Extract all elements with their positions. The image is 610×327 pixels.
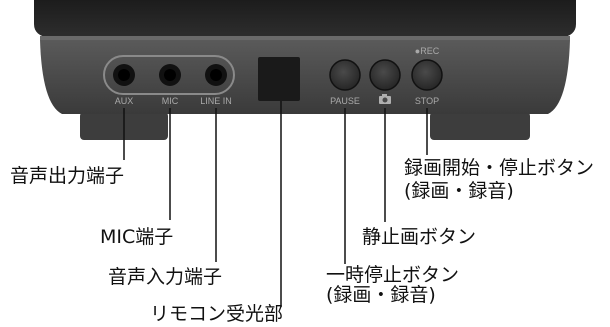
aux-jack	[113, 64, 135, 86]
callout-pause-line2: (録画・録音)	[326, 284, 436, 306]
device-front	[40, 40, 570, 114]
stop-label: STOP	[415, 96, 439, 106]
rec-label: ●REC	[415, 46, 440, 56]
pause-label: PAUSE	[330, 96, 360, 106]
device-top	[34, 0, 576, 38]
rec-stop-button[interactable]	[411, 59, 443, 91]
callout-remote-receiver: リモコン受光部	[150, 303, 284, 325]
callout-rec-stop-line1: 録画開始・停止ボタン	[404, 157, 595, 179]
line-in-jack	[205, 64, 227, 86]
port-panel	[103, 55, 235, 95]
callout-rec-stop-line2: (録画・録音)	[404, 180, 514, 202]
device-top-edge	[40, 36, 570, 40]
pause-button[interactable]	[329, 59, 361, 91]
callout-audio-in: 音声入力端子	[108, 266, 223, 288]
callout-pause-line1: 一時停止ボタン	[326, 264, 460, 286]
camera-icon	[379, 94, 391, 104]
callout-still-button: 静止画ボタン	[362, 226, 477, 248]
remote-receiver-window	[258, 57, 300, 101]
mic-label: MIC	[162, 96, 179, 106]
mic-jack	[159, 64, 181, 86]
line-in-label: LINE IN	[200, 96, 232, 106]
right-foot	[430, 112, 530, 140]
aux-label: AUX	[115, 96, 134, 106]
callout-audio-out: 音声出力端子	[10, 165, 125, 187]
callout-mic-terminal: MIC端子	[100, 226, 174, 248]
still-image-button[interactable]	[369, 59, 401, 91]
